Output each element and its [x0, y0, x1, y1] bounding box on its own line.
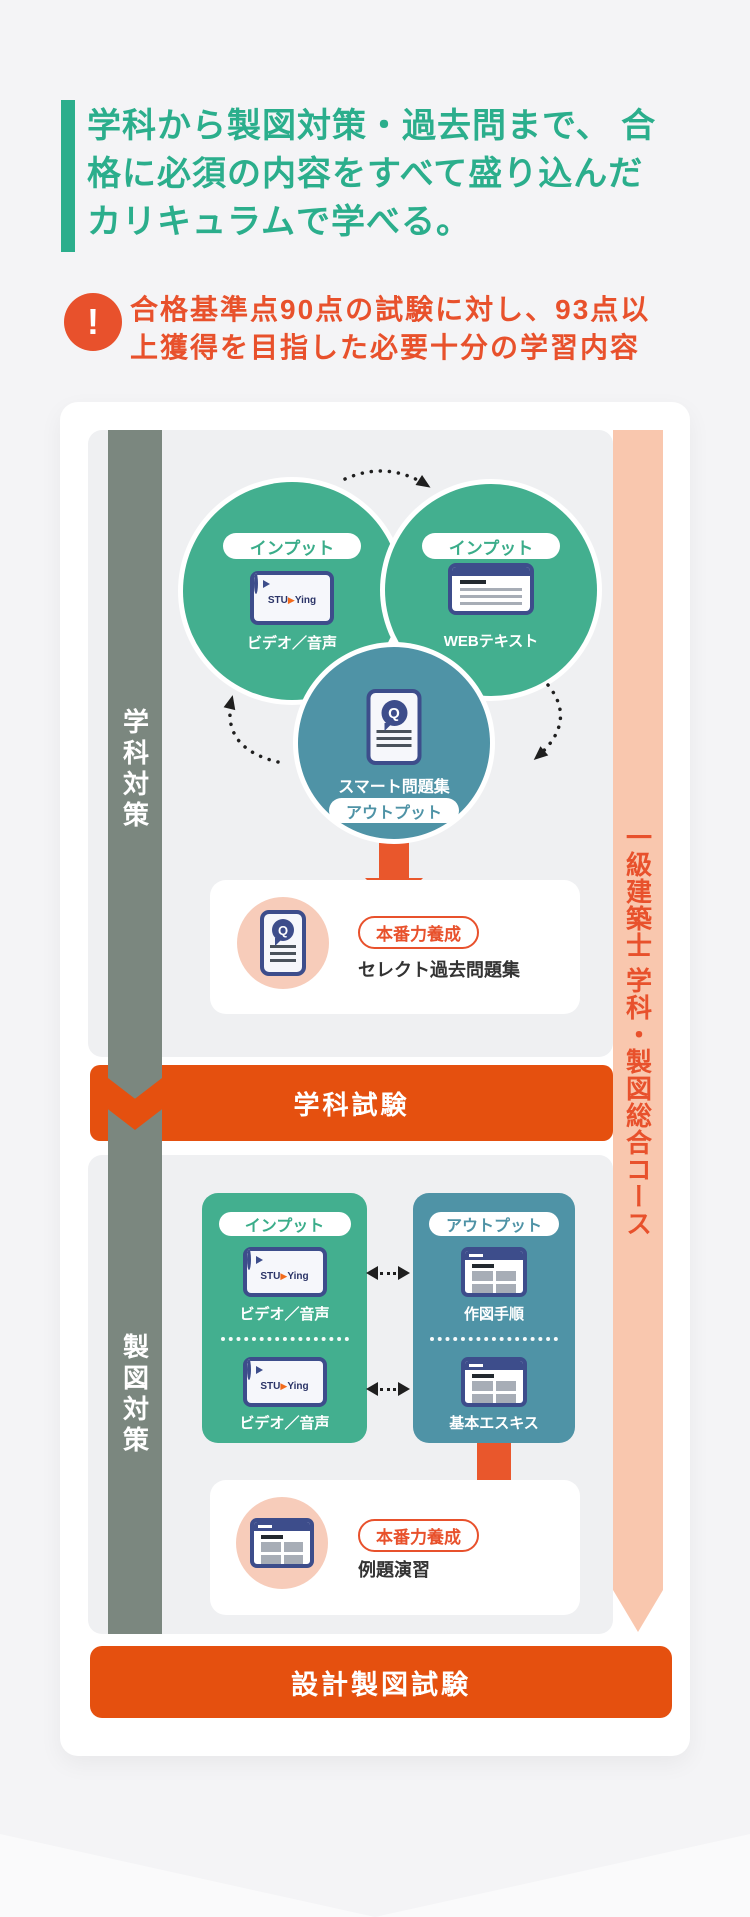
question-bubble-icon: Q	[272, 919, 294, 946]
question-bubble-icon: Q	[381, 700, 407, 731]
past-questions-icon: Q	[260, 910, 306, 976]
input-pill: インプット	[223, 533, 361, 559]
note-line: 上獲得を目指した必要十分の学習内容	[130, 332, 641, 363]
dotted-separator	[220, 1337, 349, 1341]
input-pill: インプット	[218, 1212, 351, 1236]
video-label: ビデオ／音声	[239, 1306, 330, 1323]
exclamation-glyph: !	[87, 301, 99, 342]
video-player-icon: STU▶Ying	[250, 571, 334, 625]
studying-logo: STU▶Ying	[260, 1381, 309, 1392]
practice-badge: 本番力養成	[358, 916, 479, 949]
smart-quiz-label: スマート問題集	[338, 779, 450, 796]
subject-exam-banner: 学科試験	[90, 1065, 613, 1141]
drafting-track-label: 製図対策	[119, 1333, 150, 1457]
subject-track-label: 学科対策	[119, 708, 150, 832]
practice-badge: 本番力養成	[358, 1519, 479, 1552]
video-label: ビデオ／音声	[239, 1415, 330, 1432]
studying-logo: STU▶Ying	[260, 1271, 309, 1282]
drafting-exam-banner: 設計製図試験	[90, 1646, 672, 1718]
logo-play-glyph: ▶	[280, 1271, 288, 1281]
arrow-down-icon	[477, 1443, 511, 1486]
drafting-output-box: アウトプット 作図手順 基本エスキス	[413, 1193, 575, 1443]
logo-play-glyph: ▶	[287, 595, 295, 605]
past-questions-icon-circle: Q	[237, 897, 329, 989]
score-note: 合格基準点90点の試験に対し、93点以 上獲得を目指した必要十分の学習内容	[130, 291, 650, 367]
logo-play-glyph: ▶	[280, 1381, 288, 1391]
exercise-title: 例題演習	[358, 1560, 430, 1580]
webtext-icon	[448, 563, 534, 615]
output-pill: アウトプット	[329, 798, 459, 823]
video-player-icon: STU▶Ying	[242, 1247, 327, 1297]
left-track-bar: 学科対策 製図対策	[108, 430, 162, 1634]
drafting-exam-label: 設計製図試験	[291, 1669, 471, 1700]
play-icon	[246, 1249, 251, 1270]
past-questions-card: Q 本番力養成 セレクト過去問題集	[210, 880, 580, 1014]
drawing-steps-icon	[461, 1247, 527, 1297]
heading-line: 学科から製図対策・過去問まで、 合	[87, 107, 657, 145]
course-track-label: 一級建築士 学科・製図総合コース	[622, 824, 653, 1238]
curriculum-diagram-card: 学科試験 学科対策 製図対策 一級建築士 学科・製図総合コース インプット ST…	[60, 402, 690, 1756]
sketch-icon	[461, 1357, 527, 1407]
note-line: 合格基準点90点の試験に対し、93点以	[130, 294, 651, 325]
drafting-input-box: インプット STU▶Ying ビデオ／音声 STU▶Ying ビデオ／音声	[202, 1193, 367, 1443]
smart-quiz-circle: Q スマート問題集 アウトプット	[298, 647, 490, 839]
exercise-card: 本番力養成 例題演習	[210, 1480, 580, 1615]
sketch-label: 基本エスキス	[449, 1415, 539, 1432]
drawing-steps-label: 作図手順	[463, 1306, 525, 1323]
subject-exam-label: 学科試験	[293, 1089, 410, 1120]
section-heading: 学科から製図対策・過去問まで、 合 格に必須の内容をすべて盛り込んだ カリキュラ…	[87, 102, 656, 246]
dotted-separator	[430, 1337, 558, 1341]
input-pill: インプット	[422, 533, 560, 559]
heading-accent-bar	[61, 100, 75, 252]
play-icon	[254, 573, 258, 594]
exercise-icon-circle	[236, 1497, 328, 1589]
exercise-icon	[250, 1518, 314, 1568]
past-questions-title: セレクト過去問題集	[358, 960, 520, 980]
smart-quiz-icon: Q	[366, 689, 422, 765]
section-chevron-divider	[0, 1834, 750, 1917]
course-track-bar: 一級建築士 学科・製図総合コース	[613, 430, 663, 1632]
output-pill: アウトプット	[429, 1212, 559, 1236]
exclamation-icon: !	[64, 293, 122, 351]
play-icon	[246, 1359, 251, 1380]
heading-line: 格に必須の内容をすべて盛り込んだ	[87, 155, 644, 193]
studying-logo: STU▶Ying	[267, 595, 317, 606]
webtext-label: WEBテキスト	[443, 633, 539, 650]
both-ways-arrow-icon	[366, 1266, 410, 1280]
heading-line: カリキュラムで学べる。	[87, 203, 471, 241]
video-label: ビデオ／音声	[246, 635, 338, 652]
video-player-icon: STU▶Ying	[242, 1357, 327, 1407]
both-ways-arrow-icon	[366, 1382, 410, 1396]
